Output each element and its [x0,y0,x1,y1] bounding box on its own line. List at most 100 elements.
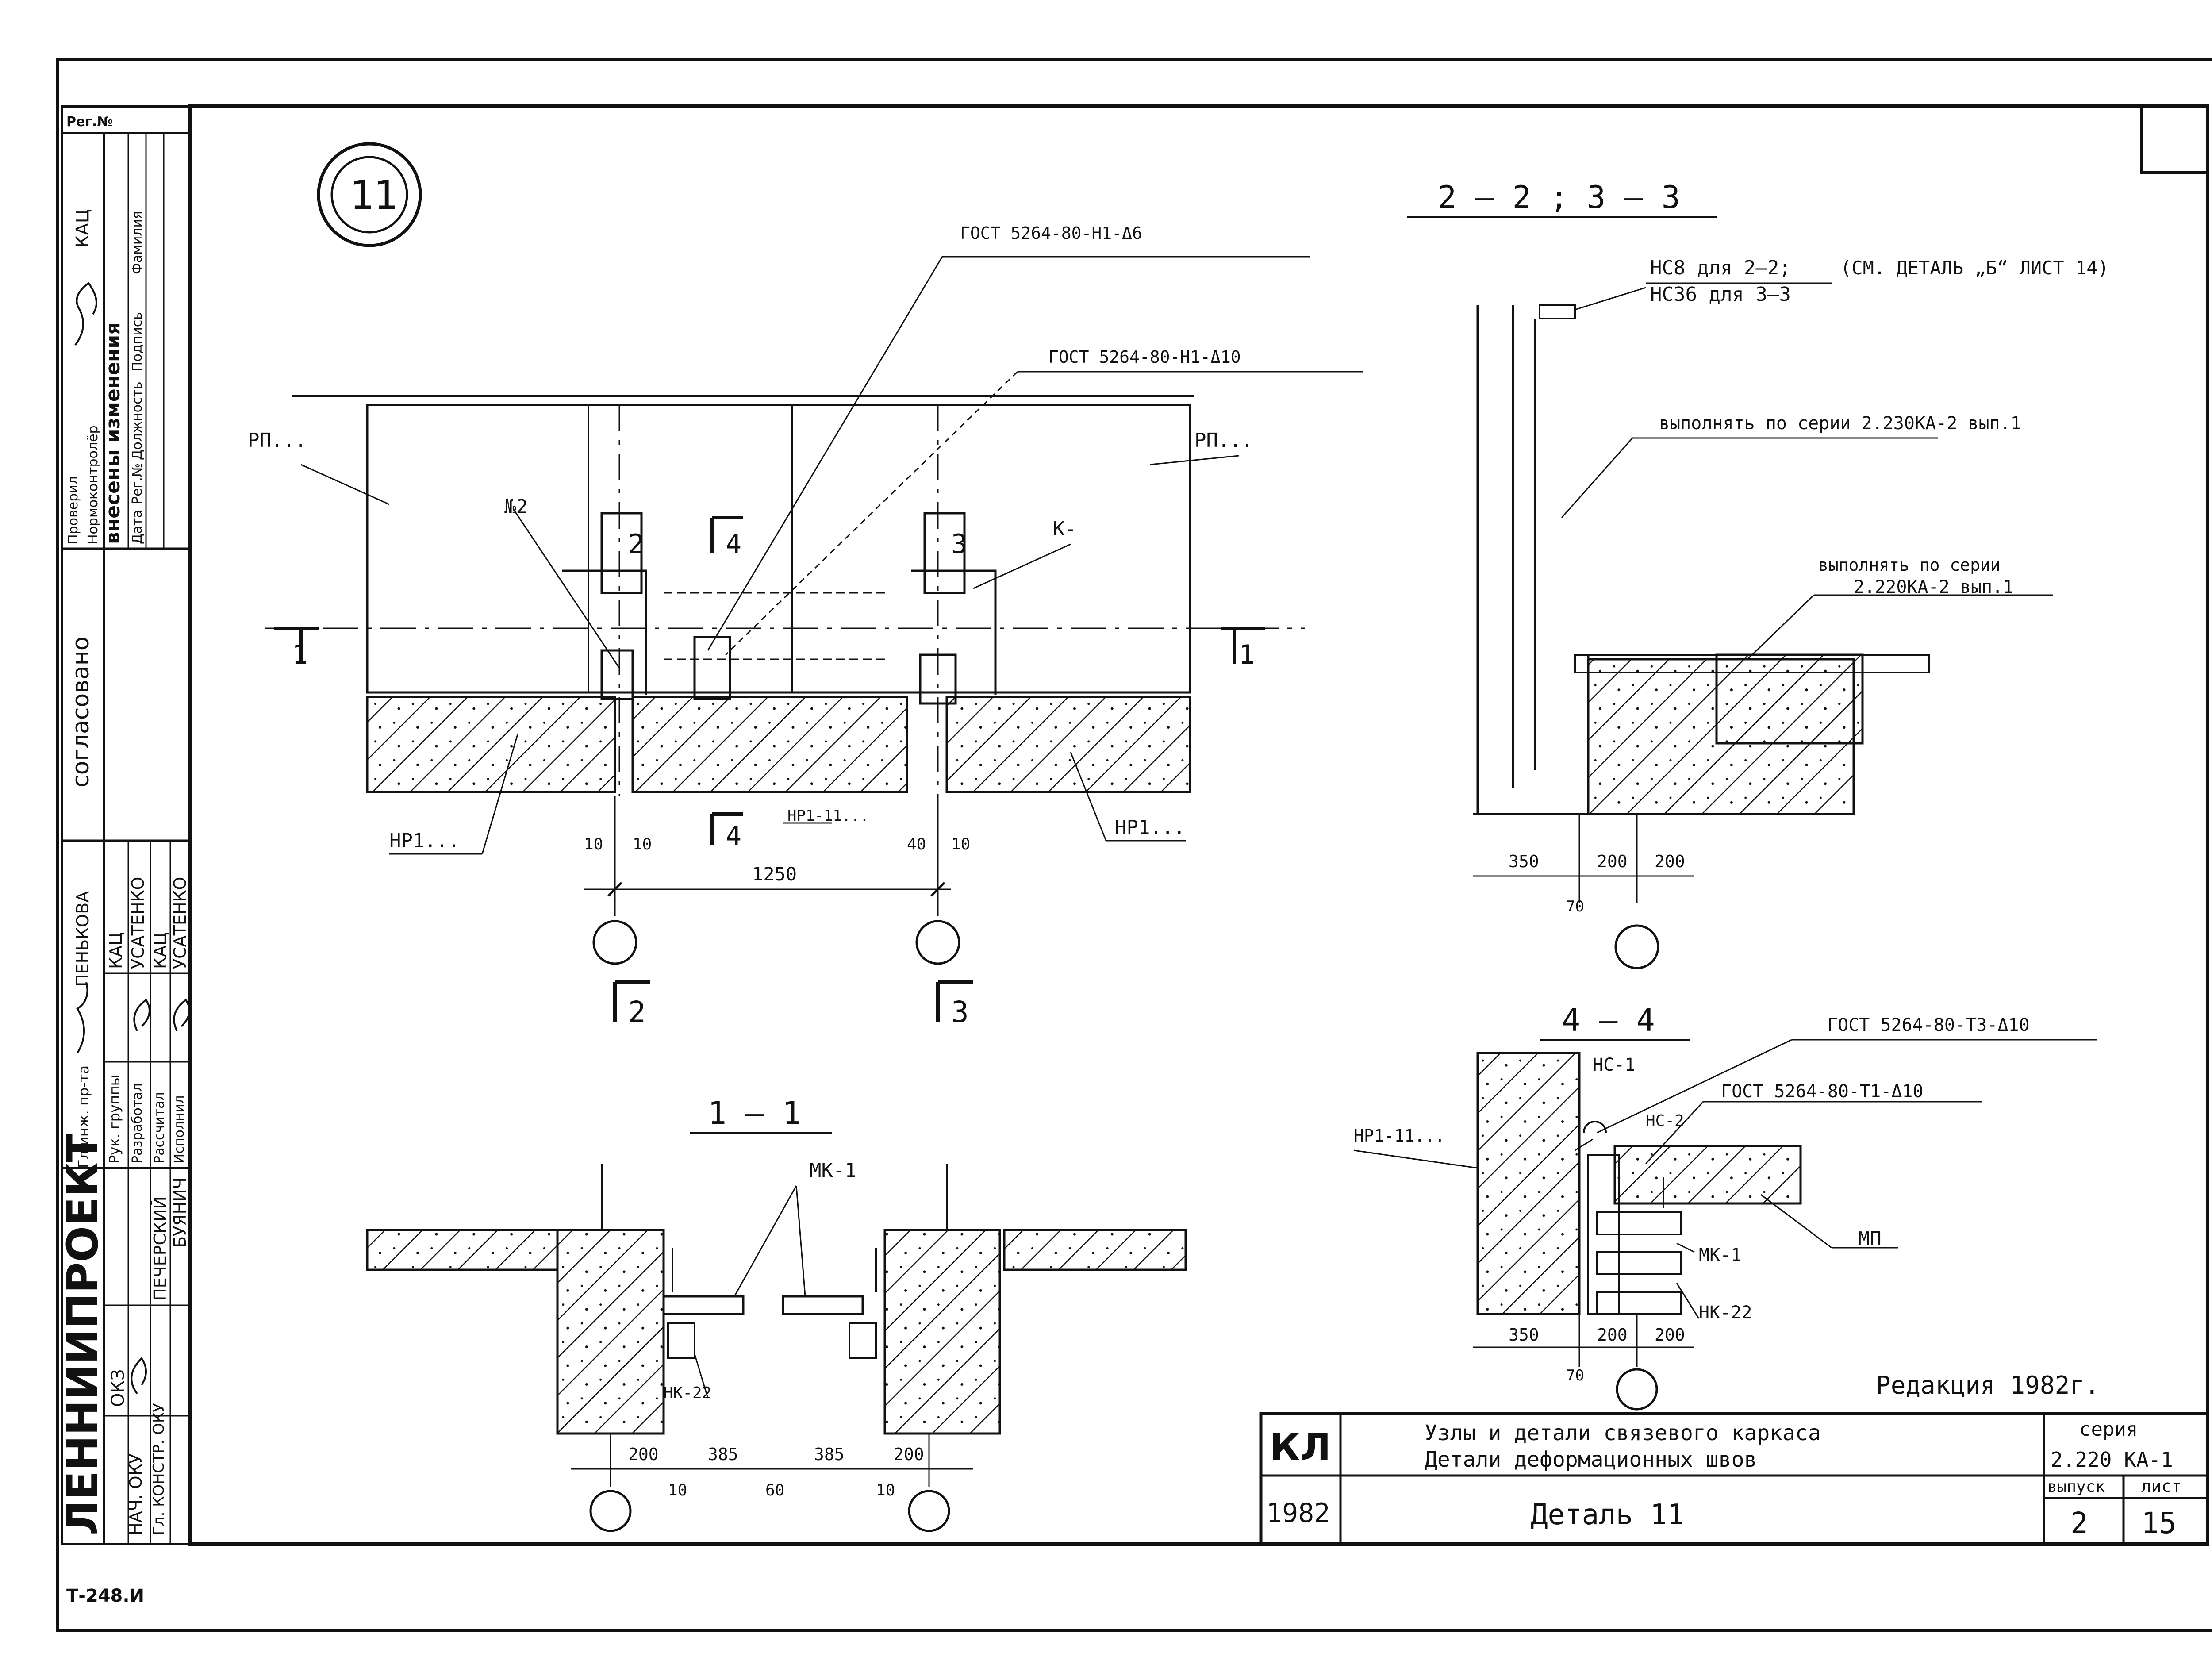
title-sheet-value: 15 [2141,1506,2176,1540]
plan-section-1-right: 1 [1239,639,1255,670]
title-detail: Деталь 11 [1531,1499,1684,1531]
section-22-dim-350: 350 [1509,852,1539,871]
plan-view: РП... РП... №2 К- ГОСТ 5264-80-Н1-Δ6 ГОС… [248,223,1363,1029]
section-11-dim-10a: 10 [668,1481,687,1499]
section-11: 1 — 1 МК-1 НК-22 200 385 385 200 10 60 1… [366,1095,1187,1532]
plan-cut-2: 2 [628,995,646,1029]
section-11-slab-left [366,1229,559,1271]
section-44-hc1: НС-1 [1593,1055,1635,1075]
section-44-mp: МП [1858,1228,1882,1250]
org-name: ЛЕННИИПРОЕКТ [58,1133,108,1535]
section-22-dim-200a: 200 [1597,852,1628,871]
group-head-name: КАЦ [106,933,126,969]
title-series-value: 2.220 КА-1 [2051,1448,2173,1472]
plan-hp-mid: НР1-11... [787,807,869,825]
title-block: КЛ 1982 Узлы и детали связевого каркаса … [1259,1412,2209,1546]
plan-section-4-top: 4 [726,529,741,560]
section-44-dim-200a: 200 [1597,1325,1628,1345]
executed-label: Исполнил [172,1095,187,1164]
dept-label: ОКЗ [108,1369,128,1407]
inner-frame [188,104,2209,1546]
plan-section-4-bottom: 4 [726,821,741,852]
section-22-series1: выполнять по серии 2.230КА-2 вып.1 [1659,413,2021,434]
head-dept-label: НАЧ. ОКУ [126,1453,146,1535]
section-11-dim-385a: 385 [708,1445,738,1464]
plan-section-1-left: 1 [292,639,308,670]
title-series-label: серия [2079,1418,2138,1441]
checked-name: КАЦ [73,209,93,248]
section-44: 4 — 4 ГОСТ 5264-80-Т3-Δ10 ГОСТ 5264-80-Т… [1353,1002,2097,1411]
section-44-beam [1613,1145,1802,1205]
plan-hp-left: НР1... [389,830,460,852]
section-22-series2a: выполнять по серии [1818,555,2001,575]
chief-engineer-signature [76,982,88,1054]
plan-dim-10a: 10 [584,835,603,853]
plan-cut-3: 3 [951,995,969,1029]
section-11-dim-200a: 200 [628,1445,659,1464]
head-dept-name: ПЕЧЕРСКИЙ [150,1196,170,1301]
edition-note: Редакция 1982г. [1876,1371,2100,1400]
plan-gost-top: ГОСТ 5264-80-Н1-Δ6 [960,223,1142,243]
section-44-hc2: НС-2 [1646,1112,1684,1130]
section-44-hp: НР1-11... [1354,1126,1445,1145]
chief-designer-label: Гл. КОНСТР. ОКУ [150,1403,168,1535]
changes-header: внесены изменения [102,323,124,544]
plan-label-rp-left: РП... [248,429,306,452]
section-11-slab-right [1003,1229,1187,1271]
section-44-dim-200b: 200 [1655,1325,1685,1345]
outer-frame [56,58,2212,1632]
footer-code: Т-248.И [66,1586,144,1606]
title-year: 1982 [1266,1498,1330,1529]
plan-section-3-mark: 3 [951,529,967,560]
plan-dim-1250: 1250 [752,863,797,885]
section-22-series2b: 2.220КА-2 вып.1 [1854,577,2013,597]
plan-dim-10c: 10 [951,835,970,853]
executed-name: УСАТЕНКО [170,877,190,969]
section-11-column-left [556,1229,665,1435]
chief-engineer-label: Гл.инж. пр-та [75,1065,92,1168]
detail-marker-number: 11 [349,172,397,219]
executed-signature [173,999,190,1031]
col-surname: Фамилия [130,211,145,274]
plan-dim-40: 40 [907,835,926,853]
section-44-dim-350: 350 [1509,1325,1539,1345]
section-22-dim-200b: 200 [1655,852,1685,871]
section-44-dim-70: 70 [1566,1367,1584,1384]
plan-label-k: К- [1053,518,1076,540]
plan-label-no2: №2 [504,496,528,518]
detail-marker: 11 [317,142,422,247]
plan-slab-left [366,696,616,793]
plan-label-rp-right: РП... [1194,429,1253,452]
title-line-2: Детали деформационных швов [1425,1447,1757,1472]
section-22-hc8: НС8 для 2—2; [1650,257,1791,279]
section-11-dim-60: 60 [765,1481,784,1499]
corner-box [2140,105,2209,174]
checked-signature [74,282,97,346]
checked-label: Проверил [65,476,81,544]
plan-slab-middle [631,696,908,793]
col-date: Дата [130,510,145,544]
section-44-mk1: МК-1 [1699,1245,1741,1265]
title-sheet-label: лист [2141,1476,2182,1496]
section-22-dim-70: 70 [1566,898,1584,915]
developed-name: УСАТЕНКО [128,877,148,969]
chief-engineer-name: ПЕНЬКОВА [73,891,92,987]
head-signature [131,1357,147,1395]
col-position: Должность [130,381,145,460]
section-22-33: 2 — 2 ; 3 — 3 НС8 для 2—2; НС36 для 3—3 … [1407,179,2109,969]
plan-gost-mid: ГОСТ 5264-80-Н1-Δ10 [1048,347,1241,367]
section-11-dim-10b: 10 [876,1481,895,1499]
section-11-title: 1 — 1 [708,1095,801,1131]
section-22-ref: (СМ. ДЕТАЛЬ „Б“ ЛИСТ 14) [1840,257,2109,279]
calculated-name: КАЦ [150,933,170,969]
plan-hp-right: НР1... [1115,816,1185,839]
agreed-label: согласовано [68,636,94,788]
norm-control-label: Нормоконтролёр [85,425,101,544]
plan-dim-10b: 10 [633,835,652,853]
title-issue-value: 2 [2070,1506,2088,1540]
section-22-33-title: 2 — 2 ; 3 — 3 [1438,179,1680,215]
plan-section-2-mark: 2 [628,529,644,560]
col-reg: Рег.№ [130,463,145,504]
